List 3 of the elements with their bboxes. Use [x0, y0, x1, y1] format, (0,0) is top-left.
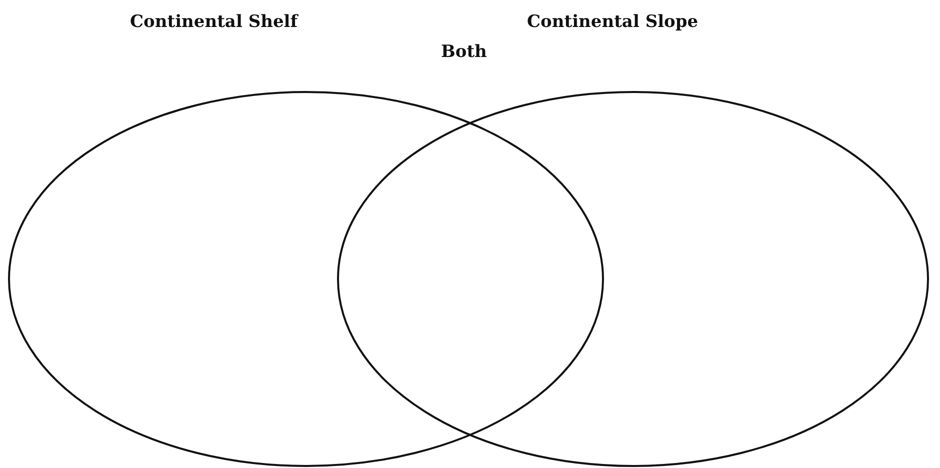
set-heading: Continental Slope [527, 12, 698, 32]
overlap-label: Both [441, 42, 487, 62]
set-heading: Continental Shelf [130, 12, 298, 32]
